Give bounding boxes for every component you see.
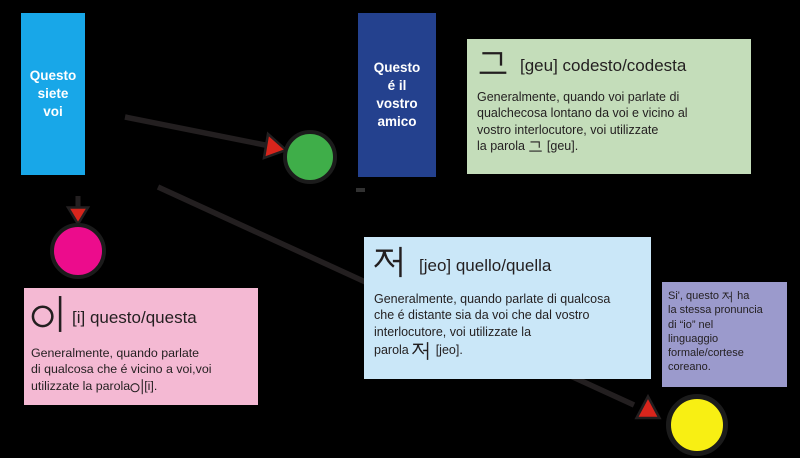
note-body-text: la stessa pronuncia di “io” nel linguagg…: [668, 304, 763, 374]
i-panel-body: Generalmente, quando parlate di qualcosa…: [31, 345, 251, 395]
jeo-last-prefix: parola: [374, 342, 413, 357]
i-panel-title-text: [i] questo/questa: [72, 308, 197, 328]
geu-last-prefix: la parola: [477, 138, 529, 153]
i-panel-body-text: Generalmente, quando parlate di qualcosa…: [31, 346, 212, 377]
smudge-artifact: [356, 188, 365, 192]
hangul-jeo-inline-glyph: [412, 341, 429, 360]
jeo-panel-title: [jeo] quello/quella: [374, 245, 641, 279]
geu-panel-title: [geu] codesto/codesta: [477, 47, 741, 79]
i-panel-last-line: utilizzate la parola [i].: [31, 377, 251, 395]
geu-panel: [geu] codesto/codesta Generalmente, quan…: [467, 39, 751, 174]
note-panel: Si', questo ha la stessa pronuncia di “i…: [662, 282, 787, 387]
geu-panel-body: Generalmente, quando voi parlate di qual…: [477, 89, 741, 154]
arrowhead-magenta-icon: [65, 206, 91, 227]
geu-panel-last-line: la parola [geu].: [477, 138, 741, 154]
geu-last-suffix: [geu].: [543, 138, 579, 153]
arrowhead-green-icon: [262, 131, 289, 160]
i-last-suffix: [i].: [144, 378, 158, 393]
magenta-circle: [50, 223, 106, 279]
arrowhead-yellow-icon: [634, 393, 662, 420]
arrow-line-to-green-circle: [124, 114, 271, 149]
jeo-last-suffix: [jeo].: [432, 342, 463, 357]
note-first-suffix: ha: [734, 290, 750, 302]
jeo-panel-title-text: [jeo] quello/quella: [419, 256, 552, 276]
jeo-panel: [jeo] quello/quella Generalmente, quando…: [364, 237, 651, 379]
i-last-prefix: utilizzate la parola: [31, 378, 131, 393]
note-first-prefix: Si', questo: [668, 290, 723, 302]
hangul-jeo-inline-glyph: [722, 291, 732, 303]
geu-panel-title-text: [geu] codesto/codesta: [520, 56, 687, 76]
hangul-geu-glyph: [479, 52, 507, 74]
i-panel: [i] questo/questa Generalmente, quando p…: [24, 288, 258, 405]
green-circle: [283, 130, 337, 184]
hangul-jeo-glyph: [374, 246, 402, 278]
hangul-geu-inline-glyph: [529, 141, 543, 152]
jeo-panel-body-text: Generalmente, quando parlate di qualcosa…: [374, 292, 611, 339]
you-box: Questo siete voi: [21, 13, 85, 175]
note-first-line: Si', questo ha: [668, 289, 781, 303]
hangul-i-glyph: [31, 296, 62, 332]
jeo-panel-body: Generalmente, quando parlate di qualcosa…: [374, 291, 641, 360]
geu-panel-body-text: Generalmente, quando voi parlate di qual…: [477, 90, 688, 137]
yellow-circle: [666, 394, 728, 456]
friend-box: Questo é il vostro amico: [358, 13, 436, 177]
hangul-i-inline-glyph: [130, 379, 143, 395]
i-panel-title: [i] questo/questa: [31, 293, 251, 334]
jeo-panel-last-line: parola [jeo].: [374, 340, 641, 360]
